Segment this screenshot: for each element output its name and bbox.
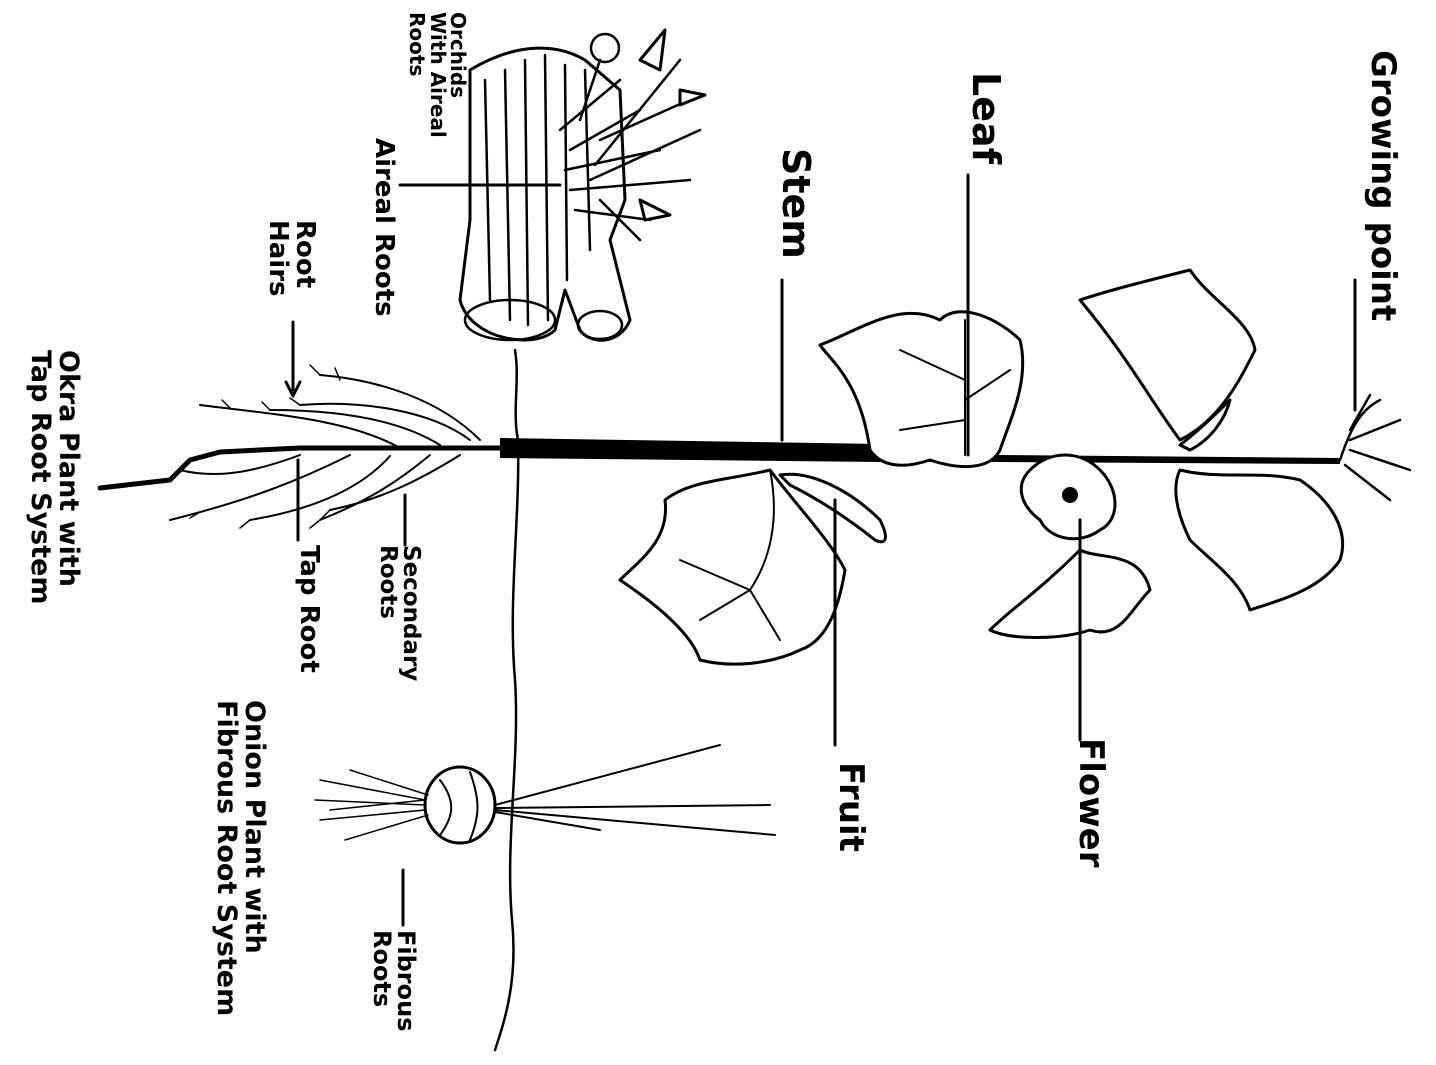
label-leaf: Leaf: [966, 72, 1005, 164]
label-orchids-with-aerial-roots: Orchids With Aireal Roots: [407, 12, 468, 138]
label-tap-root: Tap Root: [295, 545, 322, 673]
label-growing-point: Growing point: [1365, 50, 1400, 321]
label-root-hairs: Root Hairs: [265, 220, 318, 297]
label-okra-tap-root-system: Okra Plant with Tap Root System: [27, 350, 82, 605]
label-aerial-roots: Aireal Roots: [370, 138, 397, 317]
label-onion-fibrous-root-system: Onion Plant with Fibrous Root System: [213, 700, 268, 1016]
label-flower: Flower: [1073, 738, 1108, 867]
label-secondary-roots: Secondary Roots: [375, 545, 422, 681]
label-fibrous-roots: Fibrous Roots: [369, 930, 418, 1032]
label-fruit: Fruit: [833, 762, 868, 852]
label-stem: Stem: [776, 148, 815, 259]
